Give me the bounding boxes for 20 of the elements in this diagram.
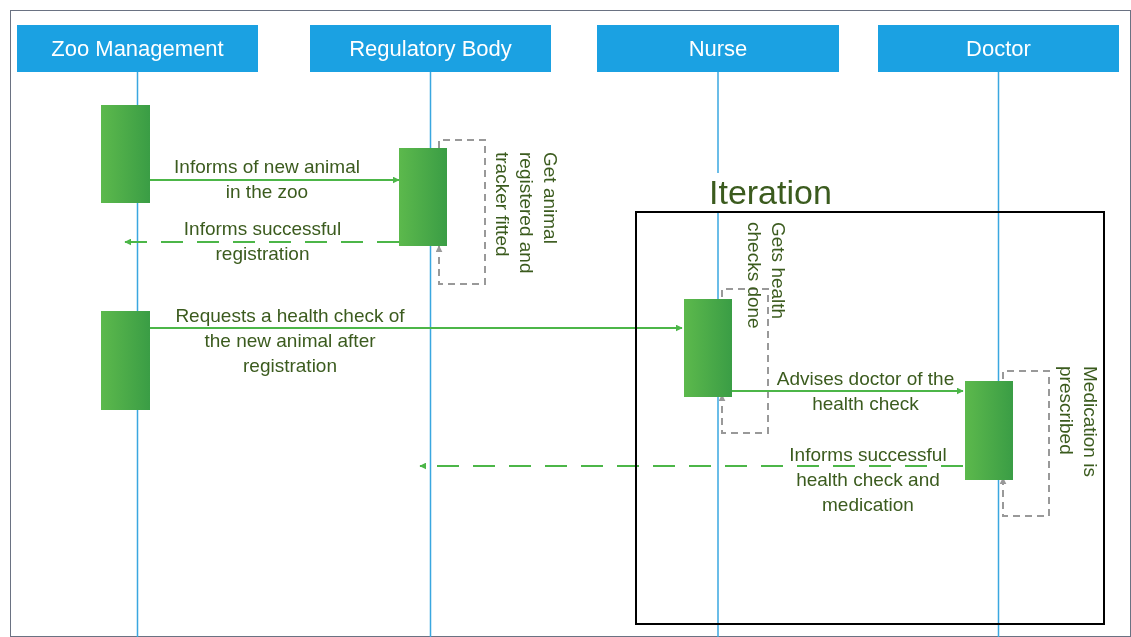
edge-label: Medication is prescribed bbox=[1055, 366, 1102, 479]
edge-label: Gets health checks done bbox=[743, 222, 790, 331]
activation-bar bbox=[399, 148, 447, 246]
self-message-arrow bbox=[999, 370, 1050, 517]
message-arrow bbox=[149, 176, 400, 184]
activation-bar bbox=[684, 299, 732, 397]
frame-title: Iteration bbox=[709, 173, 832, 211]
participant-header: Doctor bbox=[878, 25, 1119, 72]
activation-bar bbox=[101, 311, 150, 410]
message-arrow bbox=[419, 462, 964, 470]
self-message-arrow bbox=[435, 139, 486, 285]
message-arrow bbox=[149, 324, 683, 332]
activation-bar bbox=[965, 381, 1013, 480]
participant-header: Nurse bbox=[597, 25, 839, 72]
self-message-arrow bbox=[718, 288, 769, 434]
participant-header: Regulatory Body bbox=[310, 25, 551, 72]
participant-header: Zoo Management bbox=[17, 25, 258, 72]
edge-label: Get animal registered and tracker fitted bbox=[491, 152, 562, 276]
activation-bar bbox=[101, 105, 150, 203]
message-arrow bbox=[124, 238, 400, 246]
